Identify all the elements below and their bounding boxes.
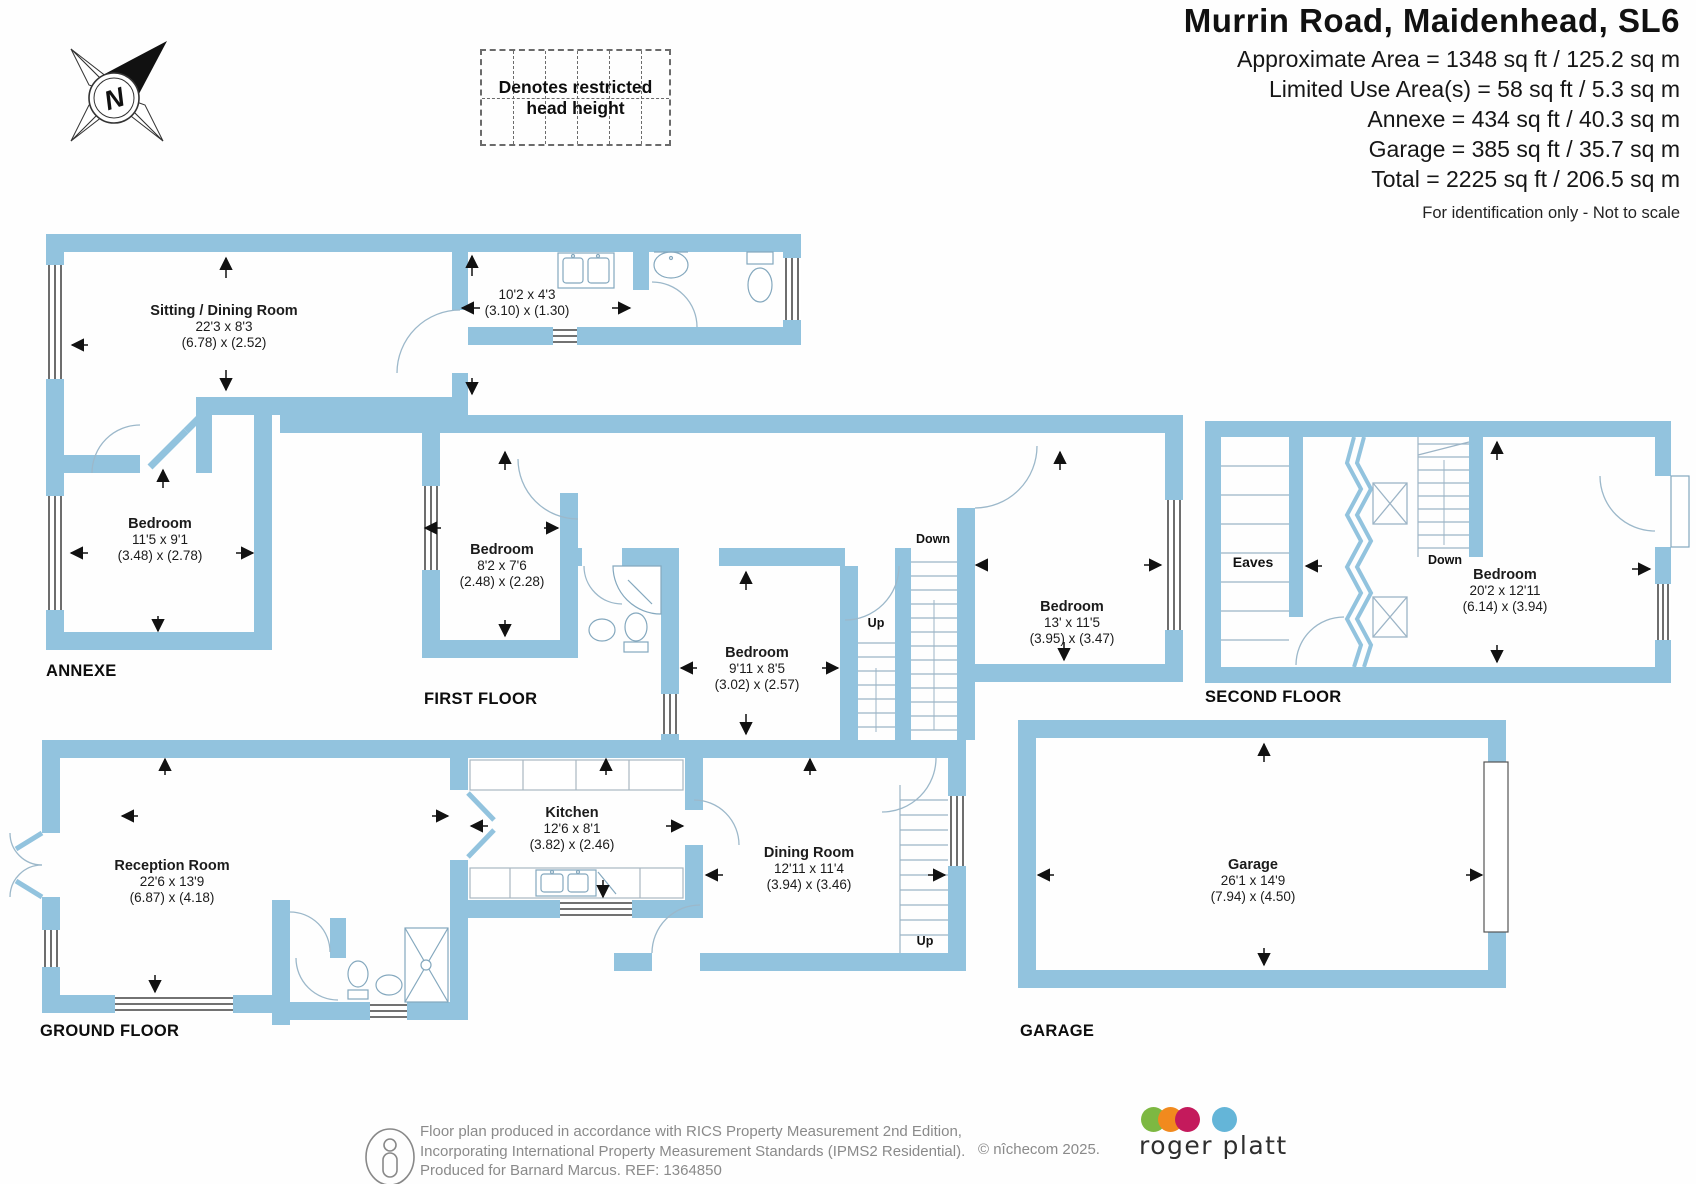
ground-floor-doors	[9, 757, 937, 1001]
room-label-garage: Garage 26'1 x 14'9 (7.94) x (4.50)	[1210, 857, 1296, 904]
annexe-walls	[46, 234, 801, 650]
annexe-windows	[46, 258, 801, 610]
room-label-sitting-dining: Sitting / Dining Room 22'3 x 8'3 (6.78) …	[150, 303, 298, 350]
room-label-first-bedroom-1: Bedroom 8'2 x 7'6 (2.48) x (2.28)	[459, 542, 545, 589]
annexe-fixtures	[557, 251, 774, 303]
copyright-text: © nîchecom 2025.	[978, 1141, 1100, 1158]
second-floor-plan	[1205, 421, 1690, 683]
ground-floor-walls	[42, 740, 966, 1025]
first-floor-stairs	[858, 561, 957, 732]
floor-label-first: FIRST FLOOR	[424, 690, 538, 708]
second-floor-walls	[1205, 421, 1671, 683]
garage-plan	[1018, 720, 1509, 988]
second-floor-windows	[1655, 584, 1671, 640]
room-label-reception: Reception Room 22'6 x 13'9 (6.87) x (4.1…	[114, 858, 230, 905]
area-summary: Approximate Area = 1348 sq ft / 125.2 sq…	[1237, 44, 1680, 194]
annexe-doors	[91, 281, 698, 474]
footer-line-3: Produced for Barnard Marcus. REF: 136485…	[420, 1162, 722, 1179]
shower-room-fixtures	[347, 927, 449, 1003]
first-floor-doors	[517, 445, 1038, 621]
garage-door	[1483, 761, 1509, 933]
page-title: Murrin Road, Maidenhead, SL6	[1183, 2, 1680, 39]
brand-circle-crimson	[1175, 1107, 1200, 1132]
footer-line-1: Floor plan produced in accordance with R…	[420, 1123, 962, 1140]
stairs-up-label-ground: Up	[916, 934, 934, 948]
first-floor-walls	[280, 415, 1183, 758]
area-line-annexe: Annexe = 434 sq ft / 40.3 sq m	[1367, 106, 1680, 132]
floor-label-ground: GROUND FLOOR	[40, 1022, 180, 1040]
area-line-total: Total = 2225 sq ft / 206.5 sq m	[1371, 166, 1680, 192]
floor-label-second: SECOND FLOOR	[1205, 688, 1342, 706]
second-floor-eaves-storage	[1221, 465, 1289, 641]
room-label-annexe-kitchenette: 10'2 x 4'3 (3.10) x (1.30)	[484, 287, 570, 318]
room-label-kitchen: Kitchen 12'6 x 8'1 (3.82) x (2.46)	[529, 805, 615, 852]
compass-rose: N	[70, 41, 167, 142]
second-floor-skylights	[1372, 482, 1408, 638]
ground-floor-stairs	[899, 785, 948, 953]
second-floor-dimension-arrows	[1304, 440, 1652, 664]
identification-note: For identification only - Not to scale	[1422, 204, 1680, 222]
legend-text: Denotes restricted head height	[498, 76, 653, 118]
garage-walls	[1018, 720, 1506, 988]
first-floor-plan	[280, 415, 1183, 758]
second-floor-stairs	[1417, 437, 1470, 557]
stairs-down-label-second: Down	[1427, 553, 1463, 567]
area-line-approximate: Approximate Area = 1348 sq ft / 125.2 sq…	[1236, 46, 1680, 72]
annexe-plan	[46, 234, 801, 650]
first-floor-bathroom-fixtures	[588, 565, 662, 653]
legend-grid-line	[482, 97, 669, 99]
stairs-down-label-first: Down	[915, 532, 951, 546]
footer-disclaimer: Floor plan produced in accordance with R…	[420, 1122, 965, 1181]
room-label-dining: Dining Room 12'11 x 11'4 (3.94) x (3.46)	[763, 845, 855, 892]
ground-floor-windows	[42, 796, 966, 1020]
second-floor-ceiling-break-lines	[1344, 436, 1374, 668]
kitchen-counters	[469, 759, 684, 899]
floor-label-garage: GARAGE	[1020, 1022, 1095, 1040]
area-line-limited-use: Limited Use Area(s) = 58 sq ft / 5.3 sq …	[1269, 76, 1680, 102]
room-label-second-bedroom: Bedroom 20'2 x 12'11 (6.14) x (3.94)	[1462, 567, 1548, 614]
floor-label-annexe: ANNEXE	[46, 662, 117, 680]
second-floor-doors	[1295, 616, 1345, 666]
brand-circle-blue	[1212, 1107, 1237, 1132]
room-label-first-bedroom-3: Bedroom 13' x 11'5 (3.95) x (3.47)	[1029, 599, 1115, 646]
stairs-up-label-first: Up	[867, 616, 885, 630]
footer-line-2: Incorporating International Property Mea…	[420, 1142, 966, 1160]
brand-name: roger platt	[1139, 1131, 1288, 1160]
room-label-first-bedroom-2: Bedroom 9'11 x 8'5 (3.02) x (2.57)	[714, 645, 800, 692]
ground-floor-plan	[9, 740, 966, 1025]
first-floor-dimension-arrows	[423, 450, 1163, 736]
garage-dimension-arrows	[1036, 742, 1484, 967]
room-label-annexe-bedroom: Bedroom 11'5 x 9'1 (3.48) x (2.78)	[117, 516, 203, 563]
eaves-label: Eaves	[1232, 554, 1274, 570]
restricted-head-height-legend: Denotes restricted head height	[480, 49, 671, 146]
second-floor-entry-porch	[1599, 475, 1690, 548]
person-icon	[365, 1128, 415, 1184]
ground-floor-dimension-arrows	[120, 757, 947, 994]
area-line-garage: Garage = 385 sq ft / 35.7 sq m	[1368, 136, 1680, 162]
annexe-dimension-arrows	[69, 254, 632, 633]
